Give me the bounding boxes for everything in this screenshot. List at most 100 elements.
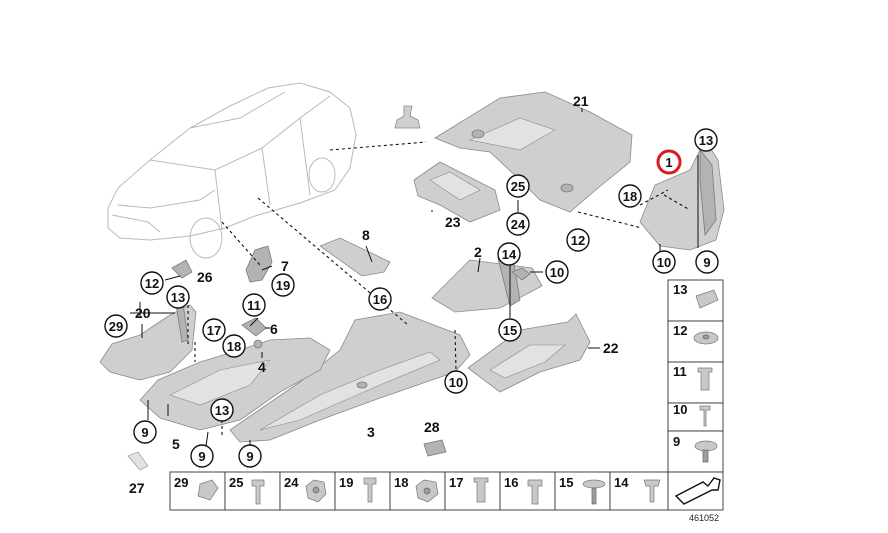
- side-12: 12: [673, 323, 687, 338]
- svg-text:10: 10: [449, 375, 463, 390]
- svg-text:13: 13: [215, 403, 229, 418]
- leader-lines: [130, 108, 699, 447]
- bottom-18: 18: [394, 475, 408, 490]
- callout-11[interactable]: 11: [242, 293, 266, 317]
- side-13: 13: [673, 282, 687, 297]
- part-rubber-mount: [394, 105, 421, 129]
- hardware-legend-bottom: 29 25 24 19 18 17 16 15 14: [169, 471, 669, 511]
- callout-15[interactable]: 15: [498, 318, 522, 342]
- callout-13[interactable]: 13: [694, 128, 718, 152]
- callout-12[interactable]: 12: [140, 271, 164, 295]
- svg-text:25: 25: [511, 179, 525, 194]
- expansion-nut-icon: [473, 477, 489, 503]
- callout-16[interactable]: 16: [368, 287, 392, 311]
- callout-18[interactable]: 18: [222, 334, 246, 358]
- svg-text:16: 16: [373, 292, 387, 307]
- callout-9[interactable]: 9: [190, 444, 214, 468]
- collar-screw-icon: [527, 479, 543, 505]
- svg-text:10: 10: [550, 265, 564, 280]
- part-3-floor-panel: [229, 311, 471, 443]
- label-23: 23: [445, 214, 461, 230]
- bottom-29: 29: [174, 475, 188, 490]
- svg-text:24: 24: [511, 217, 526, 232]
- label-26: 26: [197, 269, 213, 285]
- bottom-15: 15: [559, 475, 573, 490]
- svg-text:13: 13: [171, 290, 185, 305]
- svg-text:1: 1: [665, 155, 672, 170]
- part-27-tag: [127, 451, 149, 471]
- side-11: 11: [673, 364, 687, 379]
- label-7: 7: [281, 258, 289, 274]
- label-21: 21: [573, 93, 589, 109]
- svg-text:29: 29: [109, 319, 123, 334]
- callout-14[interactable]: 14: [497, 242, 521, 266]
- svg-text:12: 12: [145, 276, 159, 291]
- wide-head-screw-icon: [582, 479, 606, 489]
- callout-9[interactable]: 9: [238, 444, 262, 468]
- bottom-25: 25: [229, 475, 243, 490]
- label-22: 22: [603, 340, 619, 356]
- callout-9[interactable]: 9: [133, 420, 157, 444]
- label-5: 5: [172, 436, 180, 452]
- spreader-clip-icon: [643, 479, 661, 503]
- callout-24[interactable]: 24: [506, 212, 530, 236]
- label-6: 6: [270, 321, 278, 337]
- square-clip-icon: [197, 479, 219, 501]
- side-10: 10: [673, 402, 687, 417]
- svg-text:12: 12: [571, 233, 585, 248]
- callout-13[interactable]: 13: [210, 398, 234, 422]
- label-28: 28: [424, 419, 440, 435]
- part-21-rear-panel: [434, 91, 633, 213]
- svg-text:18: 18: [623, 189, 637, 204]
- parts: [99, 91, 725, 471]
- svg-text:19: 19: [276, 278, 290, 293]
- svg-text:17: 17: [207, 323, 221, 338]
- part-8-strip: [319, 237, 391, 277]
- callout-25[interactable]: 25: [506, 174, 530, 198]
- label-2: 2: [474, 244, 482, 260]
- bottom-19: 19: [339, 475, 353, 490]
- callout-13[interactable]: 13: [166, 285, 190, 309]
- flange-screw-icon: [694, 440, 718, 452]
- part-28-tag: [423, 439, 447, 457]
- svg-text:9: 9: [703, 255, 710, 270]
- arrow-icon: [674, 477, 721, 505]
- bottom-17: 17: [449, 475, 463, 490]
- callout-17[interactable]: 17: [202, 318, 226, 342]
- svg-text:9: 9: [198, 449, 205, 464]
- callout-1[interactable]: 1: [656, 149, 682, 175]
- side-9: 9: [673, 434, 680, 449]
- clip-nut-icon: [695, 289, 719, 309]
- svg-text:9: 9: [246, 449, 253, 464]
- part-20-side-panel: [99, 304, 197, 381]
- callout-10[interactable]: 10: [444, 370, 468, 394]
- svg-text:9: 9: [141, 425, 148, 440]
- label-4: 4: [258, 359, 266, 375]
- part-26-bracket: [171, 259, 193, 279]
- callout-29[interactable]: 29: [104, 314, 128, 338]
- label-3: 3: [367, 424, 375, 440]
- svg-text:10: 10: [657, 255, 671, 270]
- label-27: 27: [129, 480, 145, 496]
- callout-10[interactable]: 10: [545, 260, 569, 284]
- callout-12[interactable]: 12: [566, 228, 590, 252]
- callout-19[interactable]: 19: [271, 273, 295, 297]
- part-2-panel: [431, 259, 543, 313]
- push-pin-icon: [363, 477, 377, 503]
- bolt-icon: [251, 479, 265, 505]
- svg-text:11: 11: [247, 298, 261, 313]
- bottom-24: 24: [284, 475, 299, 490]
- callout-9[interactable]: 9: [695, 250, 719, 274]
- callout-10[interactable]: 10: [652, 250, 676, 274]
- circled-callouts: 1 13 18 25 24 12 10 9 14 10 15 16 10 12 …: [104, 128, 719, 468]
- svg-text:15: 15: [503, 323, 517, 338]
- bottom-14: 14: [614, 475, 629, 490]
- svg-text:14: 14: [502, 247, 517, 262]
- plain-labels: 21 23 8 2 22 3 5 20 26 7 6 4 27 28: [129, 93, 619, 496]
- bottom-16: 16: [504, 475, 518, 490]
- part-6-clip: [241, 317, 267, 337]
- callout-18[interactable]: 18: [618, 184, 642, 208]
- screw-icon: [699, 405, 711, 427]
- svg-text:13: 13: [699, 133, 713, 148]
- svg-text:18: 18: [227, 339, 241, 354]
